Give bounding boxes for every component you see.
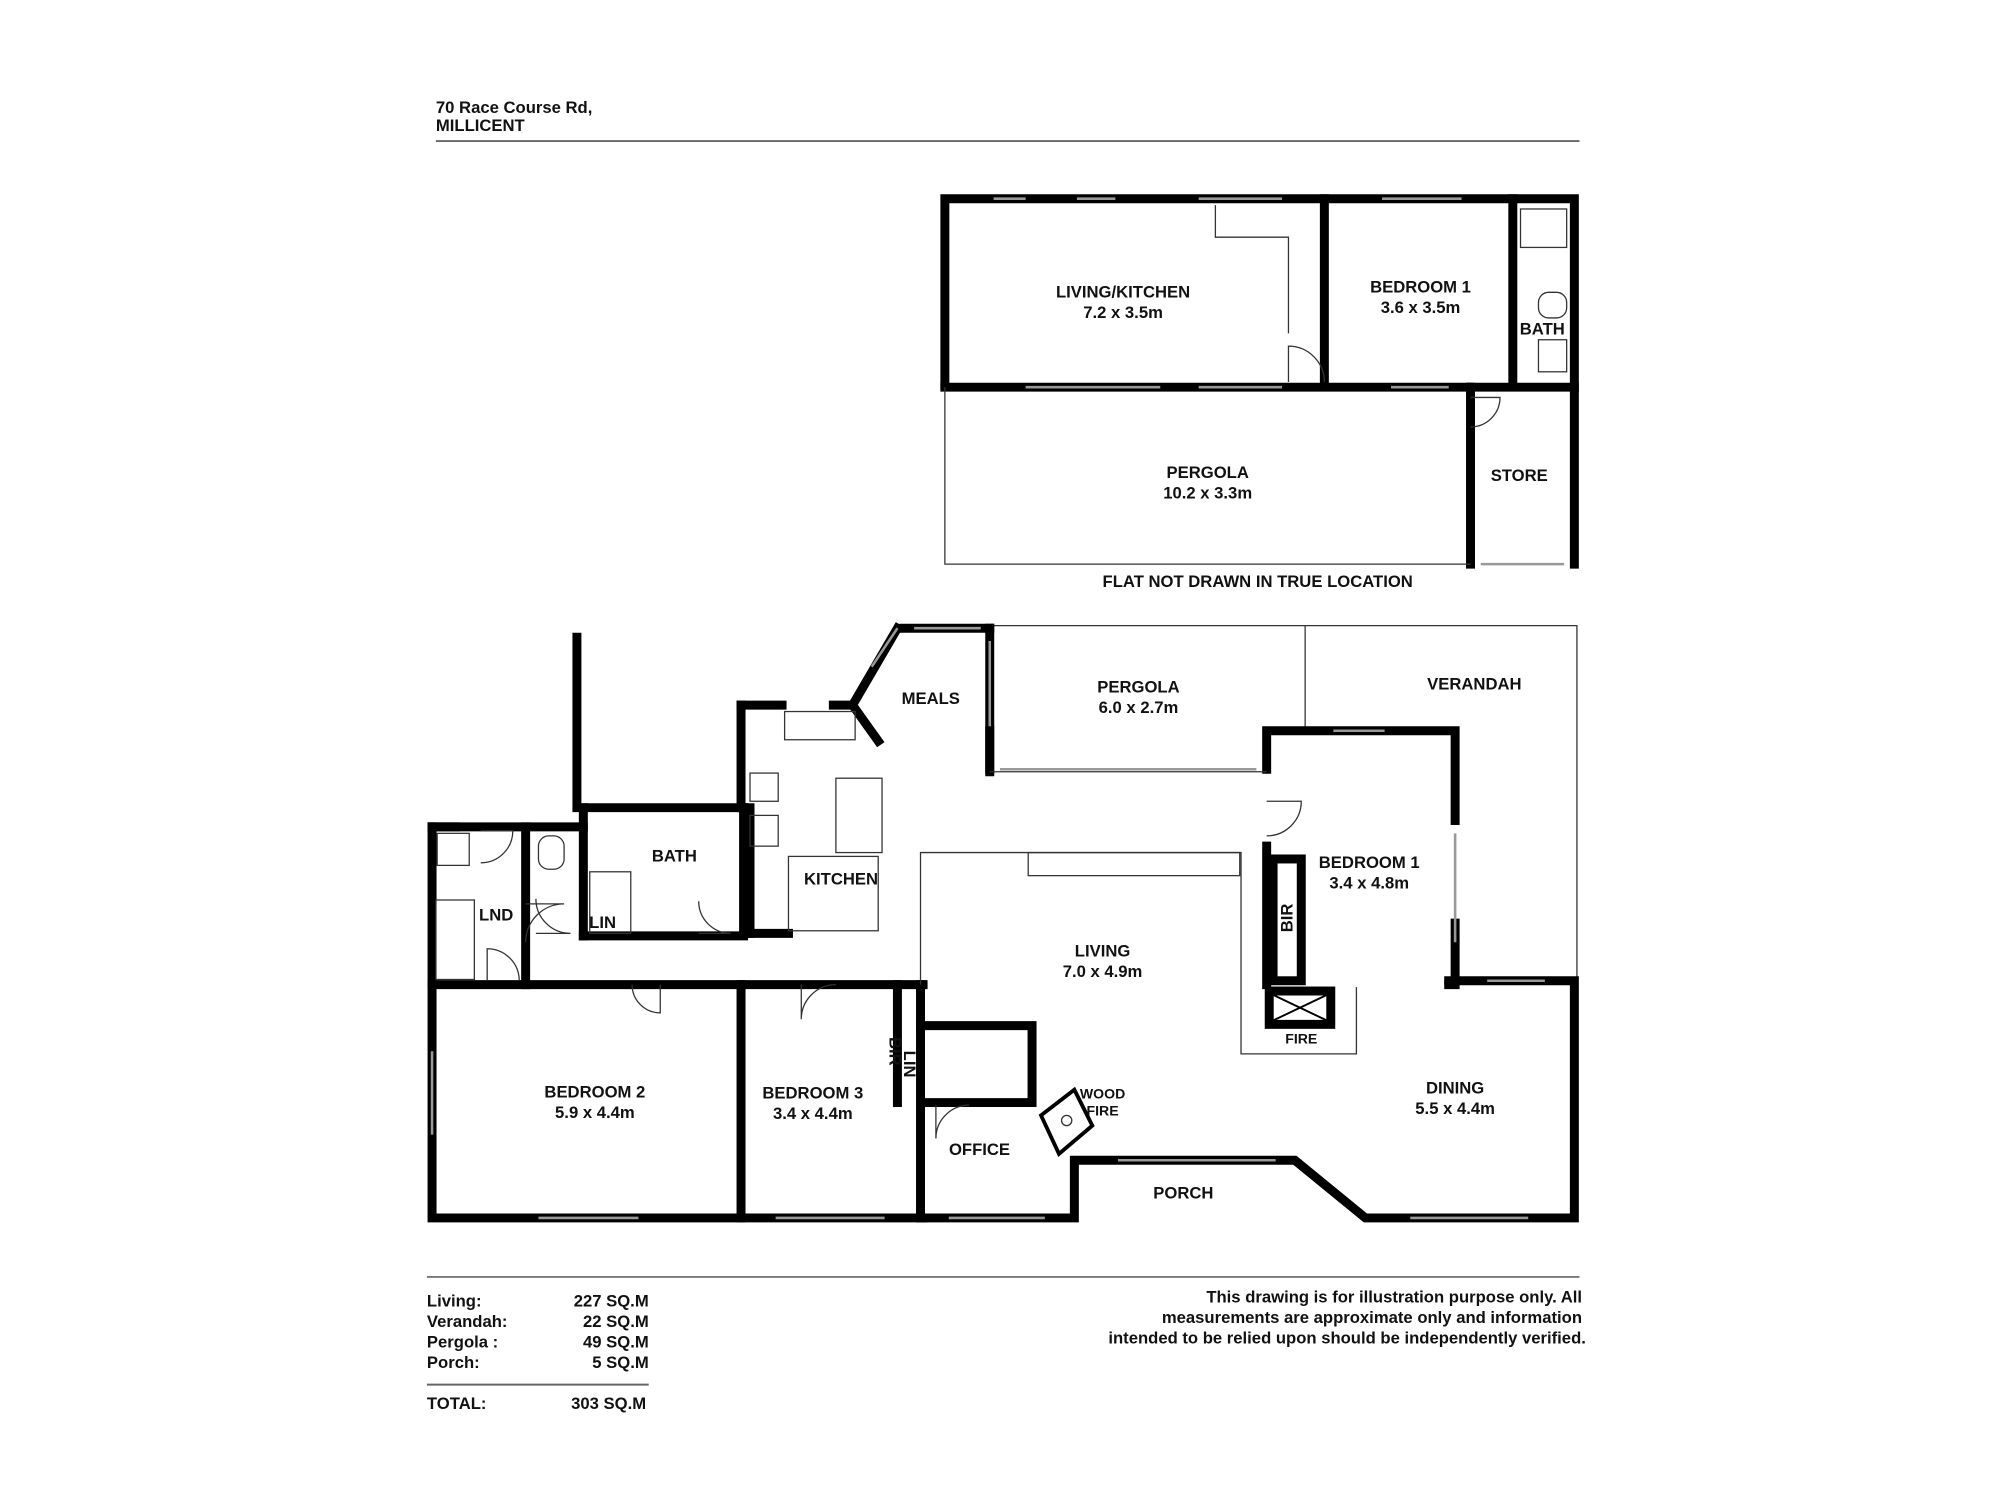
living-label: LIVING [1075,941,1131,960]
area-label: Pergola : [427,1332,498,1351]
area-value: 49 SQ.M [583,1332,649,1351]
bedroom2-size: 5.9 x 4.4m [555,1103,635,1122]
flat-pergola-label: PERGOLA [1167,463,1249,482]
office-label: OFFICE [949,1140,1010,1159]
dining-size: 5.5 x 4.4m [1415,1099,1495,1118]
laundry-label: LND [479,906,513,925]
linen2-label: LIN [900,1051,919,1078]
area-label: Verandah: [427,1312,508,1331]
address-line1: 70 Race Course Rd, [436,98,592,117]
flat-pergola-size: 10.2 x 3.3m [1163,484,1252,503]
flat-store-label: STORE [1491,466,1548,485]
flat-location-note: FLAT NOT DRAWN IN TRUE LOCATION [1103,572,1413,591]
bedroom3-size: 3.4 x 4.4m [773,1104,853,1123]
meals-label: MEALS [902,689,960,708]
flat-bedroom1-label: BEDROOM 1 [1370,277,1471,296]
pergola-size: 6.0 x 2.7m [1099,698,1179,717]
fire-label: FIRE [1285,1031,1317,1047]
flat-living-kitchen-size: 7.2 x 3.5m [1083,303,1163,322]
porch-label: PORCH [1153,1184,1213,1203]
total-value: 303 SQ.M [571,1394,646,1413]
area-label: Porch: [427,1353,480,1372]
bath-label: BATH [652,847,697,866]
bedroom2-label: BEDROOM 2 [544,1082,645,1101]
area-table: Living: 227 SQ.M Verandah: 22 SQ.M Pergo… [427,1291,649,1413]
bir2-label: BIR [886,1037,905,1066]
disclaimer-line2: measurements are approximate only and in… [1162,1308,1582,1327]
pergola-label: PERGOLA [1097,677,1179,696]
flat-bath-label: BATH [1520,320,1565,339]
bir1-label: BIR [1277,904,1296,933]
dining-label: DINING [1426,1079,1484,1098]
area-value: 227 SQ.M [574,1291,649,1310]
house-plan [427,622,1579,1223]
area-label: Living: [427,1291,482,1310]
bedroom3-label: BEDROOM 3 [762,1084,863,1103]
flat-plan [940,194,1579,569]
bedroom1-label: BEDROOM 1 [1319,853,1420,872]
kitchen-label: KITCHEN [804,870,878,889]
area-value: 5 SQ.M [592,1353,648,1372]
flat-living-kitchen-label: LIVING/KITCHEN [1056,282,1190,301]
address-line2: MILLICENT [436,116,525,135]
disclaimer-line3: intended to be relied upon should be ind… [1108,1329,1586,1348]
linen1-label: LIN [589,913,616,932]
disclaimer-line1: This drawing is for illustration purpose… [1206,1288,1582,1307]
verandah-label: VERANDAH [1427,675,1521,694]
wood-fire-label-line2: FIRE [1087,1102,1119,1118]
total-label: TOTAL: [427,1394,487,1413]
flat-bedroom1-size: 3.6 x 3.5m [1381,298,1461,317]
wood-fire-label-line1: WOOD [1080,1086,1125,1102]
bedroom1-size: 3.4 x 4.8m [1329,873,1409,892]
area-value: 22 SQ.M [583,1312,649,1331]
living-size: 7.0 x 4.9m [1063,962,1143,981]
